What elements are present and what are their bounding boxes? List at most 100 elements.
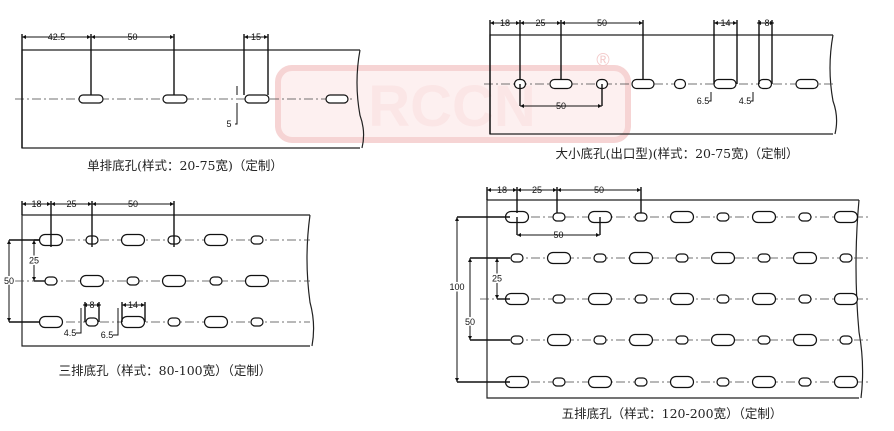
dimension-label: 50 bbox=[594, 185, 604, 195]
large-slot-hole bbox=[795, 78, 819, 90]
large-slot-hole bbox=[79, 274, 105, 288]
large-slot-hole bbox=[710, 251, 736, 265]
small-slot-hole bbox=[44, 276, 58, 286]
arrow-icon bbox=[517, 188, 557, 192]
caption-three-row: 三排底孔（样式：80-100宽）（定制） bbox=[59, 363, 272, 378]
large-slot-hole bbox=[549, 78, 573, 90]
large-slot-hole bbox=[161, 274, 187, 288]
dimension-label: 4.5 bbox=[739, 96, 752, 106]
small-slot-hole bbox=[510, 335, 524, 345]
leader-line bbox=[235, 103, 238, 125]
large-slot-hole bbox=[203, 233, 229, 247]
caption-five-row: 五排底孔（样式：120-200宽）（定制） bbox=[562, 406, 783, 421]
small-slot-hole bbox=[839, 253, 853, 263]
small-slot-hole bbox=[510, 253, 524, 263]
dimension-label: 4.5 bbox=[64, 328, 77, 338]
dimension-label: 5 bbox=[226, 119, 231, 129]
dimension-label: 25 bbox=[535, 18, 545, 28]
large-slot-hole bbox=[751, 210, 777, 224]
large-slot-hole bbox=[628, 333, 654, 347]
dimension-label: 50 bbox=[597, 18, 607, 28]
dimension-label: 100 bbox=[449, 282, 464, 292]
dimension-label: 8 bbox=[764, 18, 769, 28]
small-slot-hole bbox=[593, 335, 607, 345]
dimension-label: 42.5 bbox=[48, 32, 66, 42]
small-slot-hole bbox=[839, 335, 853, 345]
dimension-label: 18 bbox=[497, 185, 507, 195]
large-slot-hole bbox=[587, 292, 613, 306]
large-slot-hole bbox=[631, 78, 655, 90]
large-slot-hole bbox=[325, 94, 349, 104]
small-slot-hole bbox=[673, 78, 687, 90]
small-slot-hole bbox=[593, 253, 607, 263]
large-slot-hole bbox=[78, 94, 104, 104]
dimension-label: 50 bbox=[127, 32, 137, 42]
large-slot-hole bbox=[833, 210, 859, 224]
small-slot-hole bbox=[798, 212, 812, 222]
large-slot-hole bbox=[669, 210, 695, 224]
dimension-label: 50 bbox=[465, 317, 475, 327]
small-slot-hole bbox=[250, 317, 264, 327]
dimension-label: 15 bbox=[251, 32, 261, 42]
dimension-label: 25 bbox=[29, 256, 39, 266]
arrow-icon bbox=[83, 303, 101, 307]
small-slot-hole bbox=[634, 294, 648, 304]
small-slot-hole bbox=[675, 335, 689, 345]
dimension-label: 50 bbox=[556, 101, 566, 111]
dimension-label: 50 bbox=[128, 199, 138, 209]
large-slot-hole bbox=[203, 315, 229, 329]
large-slot-hole bbox=[587, 375, 613, 389]
small-slot-hole bbox=[798, 294, 812, 304]
small-slot-hole bbox=[552, 377, 566, 387]
dimension-label: 25 bbox=[532, 185, 542, 195]
large-slot-hole bbox=[244, 94, 270, 104]
plate-three-row bbox=[21, 214, 315, 347]
large-slot-hole bbox=[120, 315, 146, 329]
small-slot-hole bbox=[798, 377, 812, 387]
dimension-label: 14 bbox=[720, 18, 730, 28]
small-slot-hole bbox=[634, 212, 648, 222]
leader-line bbox=[113, 308, 119, 336]
large-slot-hole bbox=[38, 315, 64, 329]
watermark-logo: RCCN ® bbox=[275, 50, 631, 143]
small-slot-hole bbox=[209, 276, 223, 286]
dimension-label: 6.5 bbox=[101, 330, 114, 340]
large-slot-hole bbox=[120, 233, 146, 247]
dimension-label: 18 bbox=[31, 199, 41, 209]
large-slot-hole bbox=[792, 251, 818, 265]
large-slot-hole bbox=[546, 251, 572, 265]
dimension-label: 50 bbox=[553, 230, 563, 240]
large-slot-hole bbox=[669, 292, 695, 306]
arrow-icon bbox=[757, 21, 774, 25]
dimension-label: 25 bbox=[66, 199, 76, 209]
dimension-label: 6.5 bbox=[697, 96, 710, 106]
small-slot-hole bbox=[552, 294, 566, 304]
small-slot-hole bbox=[250, 235, 264, 245]
small-slot-hole bbox=[634, 377, 648, 387]
small-slot-hole bbox=[757, 335, 771, 345]
leader-line bbox=[709, 92, 712, 102]
dimension-label: 25 bbox=[492, 274, 502, 284]
large-slot-hole bbox=[162, 94, 188, 104]
large-slot-hole bbox=[244, 274, 270, 288]
small-slot-hole bbox=[85, 317, 99, 327]
large-slot-hole bbox=[669, 375, 695, 389]
svg-text:®: ® bbox=[596, 50, 609, 70]
large-slot-hole bbox=[628, 251, 654, 265]
small-slot-hole bbox=[757, 78, 773, 90]
small-slot-hole bbox=[552, 212, 566, 222]
small-slot-hole bbox=[675, 253, 689, 263]
large-slot-hole bbox=[792, 333, 818, 347]
small-slot-hole bbox=[716, 212, 730, 222]
dimension-label: 18 bbox=[500, 18, 510, 28]
large-slot-hole bbox=[710, 333, 736, 347]
dimension-label: 14 bbox=[128, 300, 138, 310]
large-slot-hole bbox=[713, 78, 737, 90]
svg-text:RCCN: RCCN bbox=[368, 74, 536, 139]
caption-large-small: 大小底孔(出口型)(样式：20-75宽)（定制） bbox=[555, 146, 798, 161]
small-slot-hole bbox=[126, 276, 140, 286]
large-slot-hole bbox=[833, 375, 859, 389]
large-slot-hole bbox=[751, 375, 777, 389]
